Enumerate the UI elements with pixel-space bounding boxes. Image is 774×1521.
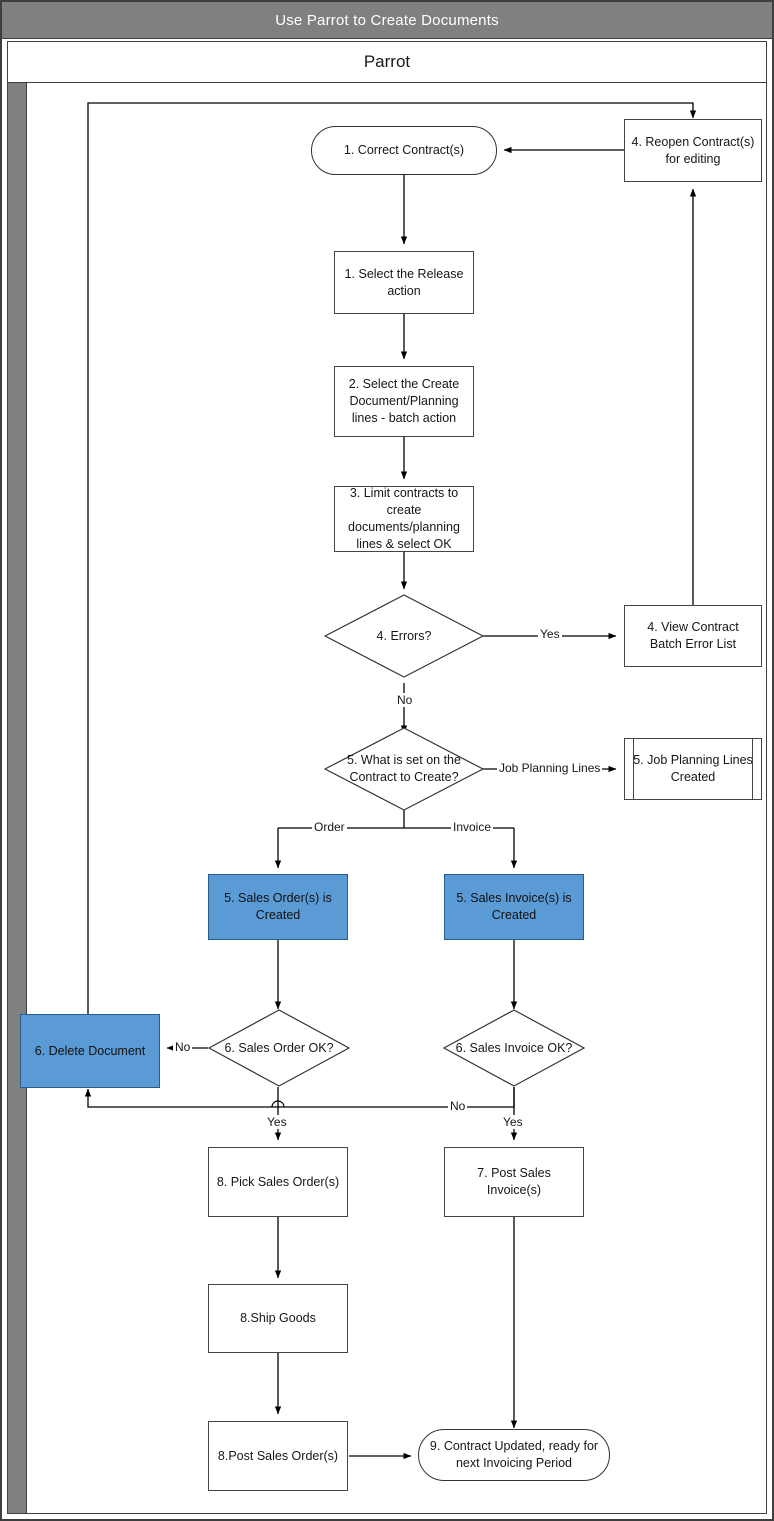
node-select-release-action[interactable]: 1. Select the Release action: [334, 251, 474, 314]
node-post-sales-invoices[interactable]: 7. Post Sales Invoice(s): [444, 1147, 584, 1217]
node-delete-document[interactable]: 6. Delete Document: [20, 1014, 160, 1088]
node-label: 6. Delete Document: [34, 1043, 146, 1058]
node-label: 3. Limit contracts to create documents/p…: [348, 486, 460, 551]
node-sales-invoice-created[interactable]: 5. Sales Invoice(s) is Created: [444, 874, 584, 940]
node-ship-goods[interactable]: 8.Ship Goods: [208, 1284, 348, 1353]
lane-header: Parrot: [8, 42, 766, 83]
edge-label-order-ok-no: No: [173, 1040, 193, 1054]
edge-label-errors-no: No: [395, 693, 415, 707]
node-label: 8.Post Sales Order(s): [217, 1448, 339, 1463]
diamond-shape: [208, 1009, 350, 1087]
node-label: 4. Errors?: [376, 628, 432, 643]
node-label: 6. Sales Order OK?: [224, 1040, 334, 1055]
node-pick-sales-orders[interactable]: 8. Pick Sales Order(s): [208, 1147, 348, 1217]
node-label: 1. Select the Release action: [344, 266, 464, 298]
diamond-shape: [443, 1009, 585, 1087]
node-label: 5. Sales Invoice(s) is Created: [456, 891, 572, 922]
decision-sales-order-ok[interactable]: 6. Sales Order OK?: [208, 1009, 350, 1087]
lane-header-label: Parrot: [363, 52, 411, 71]
node-job-planning-lines-created[interactable]: 5. Job Planning Lines Created: [624, 738, 762, 800]
edge-label-invoice-ok-yes: Yes: [501, 1115, 525, 1129]
node-label: 4. Reopen Contract(s) for editing: [631, 134, 755, 166]
node-select-create-document-batch[interactable]: 2. Select the Create Document/Planning l…: [334, 366, 474, 437]
node-label: 4. View Contract Batch Error List: [647, 620, 739, 651]
node-label: 5. Sales Order(s) is Created: [224, 891, 332, 922]
node-label: 5. What is set on the Contract to Create…: [347, 753, 461, 784]
window-title-bar: Use Parrot to Create Documents: [2, 2, 772, 39]
node-view-contract-batch-error-list[interactable]: 4. View Contract Batch Error List: [624, 605, 762, 667]
diamond-shape: [324, 594, 484, 678]
node-label: 6. Sales Invoice OK?: [455, 1040, 573, 1055]
node-post-sales-orders[interactable]: 8.Post Sales Order(s): [208, 1421, 348, 1491]
node-correct-contracts[interactable]: 1. Correct Contract(s): [311, 126, 497, 175]
decision-sales-invoice-ok[interactable]: 6. Sales Invoice OK?: [443, 1009, 585, 1087]
page-title: Use Parrot to Create Documents: [275, 11, 499, 29]
edge-label-invoice: Invoice: [451, 820, 494, 834]
edge-label-job-planning-lines: Job Planning Lines: [497, 761, 603, 775]
node-label: 7. Post Sales Invoice(s): [477, 1166, 551, 1197]
node-reopen-contracts-for-editing[interactable]: 4. Reopen Contract(s) for editing: [624, 119, 762, 182]
node-label: 2. Select the Create Document/Planning l…: [348, 377, 460, 425]
node-label: 5. Job Planning Lines Created: [633, 753, 753, 784]
edge-label-order-ok-yes: Yes: [265, 1115, 289, 1129]
node-label: 8. Pick Sales Order(s): [216, 1174, 340, 1189]
node-label: 8.Ship Goods: [240, 1311, 316, 1326]
node-label: 1. Correct Contract(s): [343, 143, 465, 158]
node-label: 9. Contract Updated, ready for next Invo…: [429, 1439, 599, 1470]
edge-label-errors-yes: Yes: [538, 627, 562, 641]
edge-label-invoice-ok-no: No: [448, 1099, 468, 1113]
node-limit-contracts[interactable]: 3. Limit contracts to create documents/p…: [334, 486, 474, 552]
edge-label-order: Order: [312, 820, 347, 834]
decision-errors[interactable]: 4. Errors?: [324, 594, 484, 678]
decision-what-is-set-on-contract[interactable]: 5. What is set on the Contract to Create…: [324, 727, 484, 811]
lane-band: [8, 83, 27, 1513]
node-sales-order-created[interactable]: 5. Sales Order(s) is Created: [208, 874, 348, 940]
diamond-shape: [324, 727, 484, 811]
node-contract-updated[interactable]: 9. Contract Updated, ready for next Invo…: [418, 1429, 610, 1481]
